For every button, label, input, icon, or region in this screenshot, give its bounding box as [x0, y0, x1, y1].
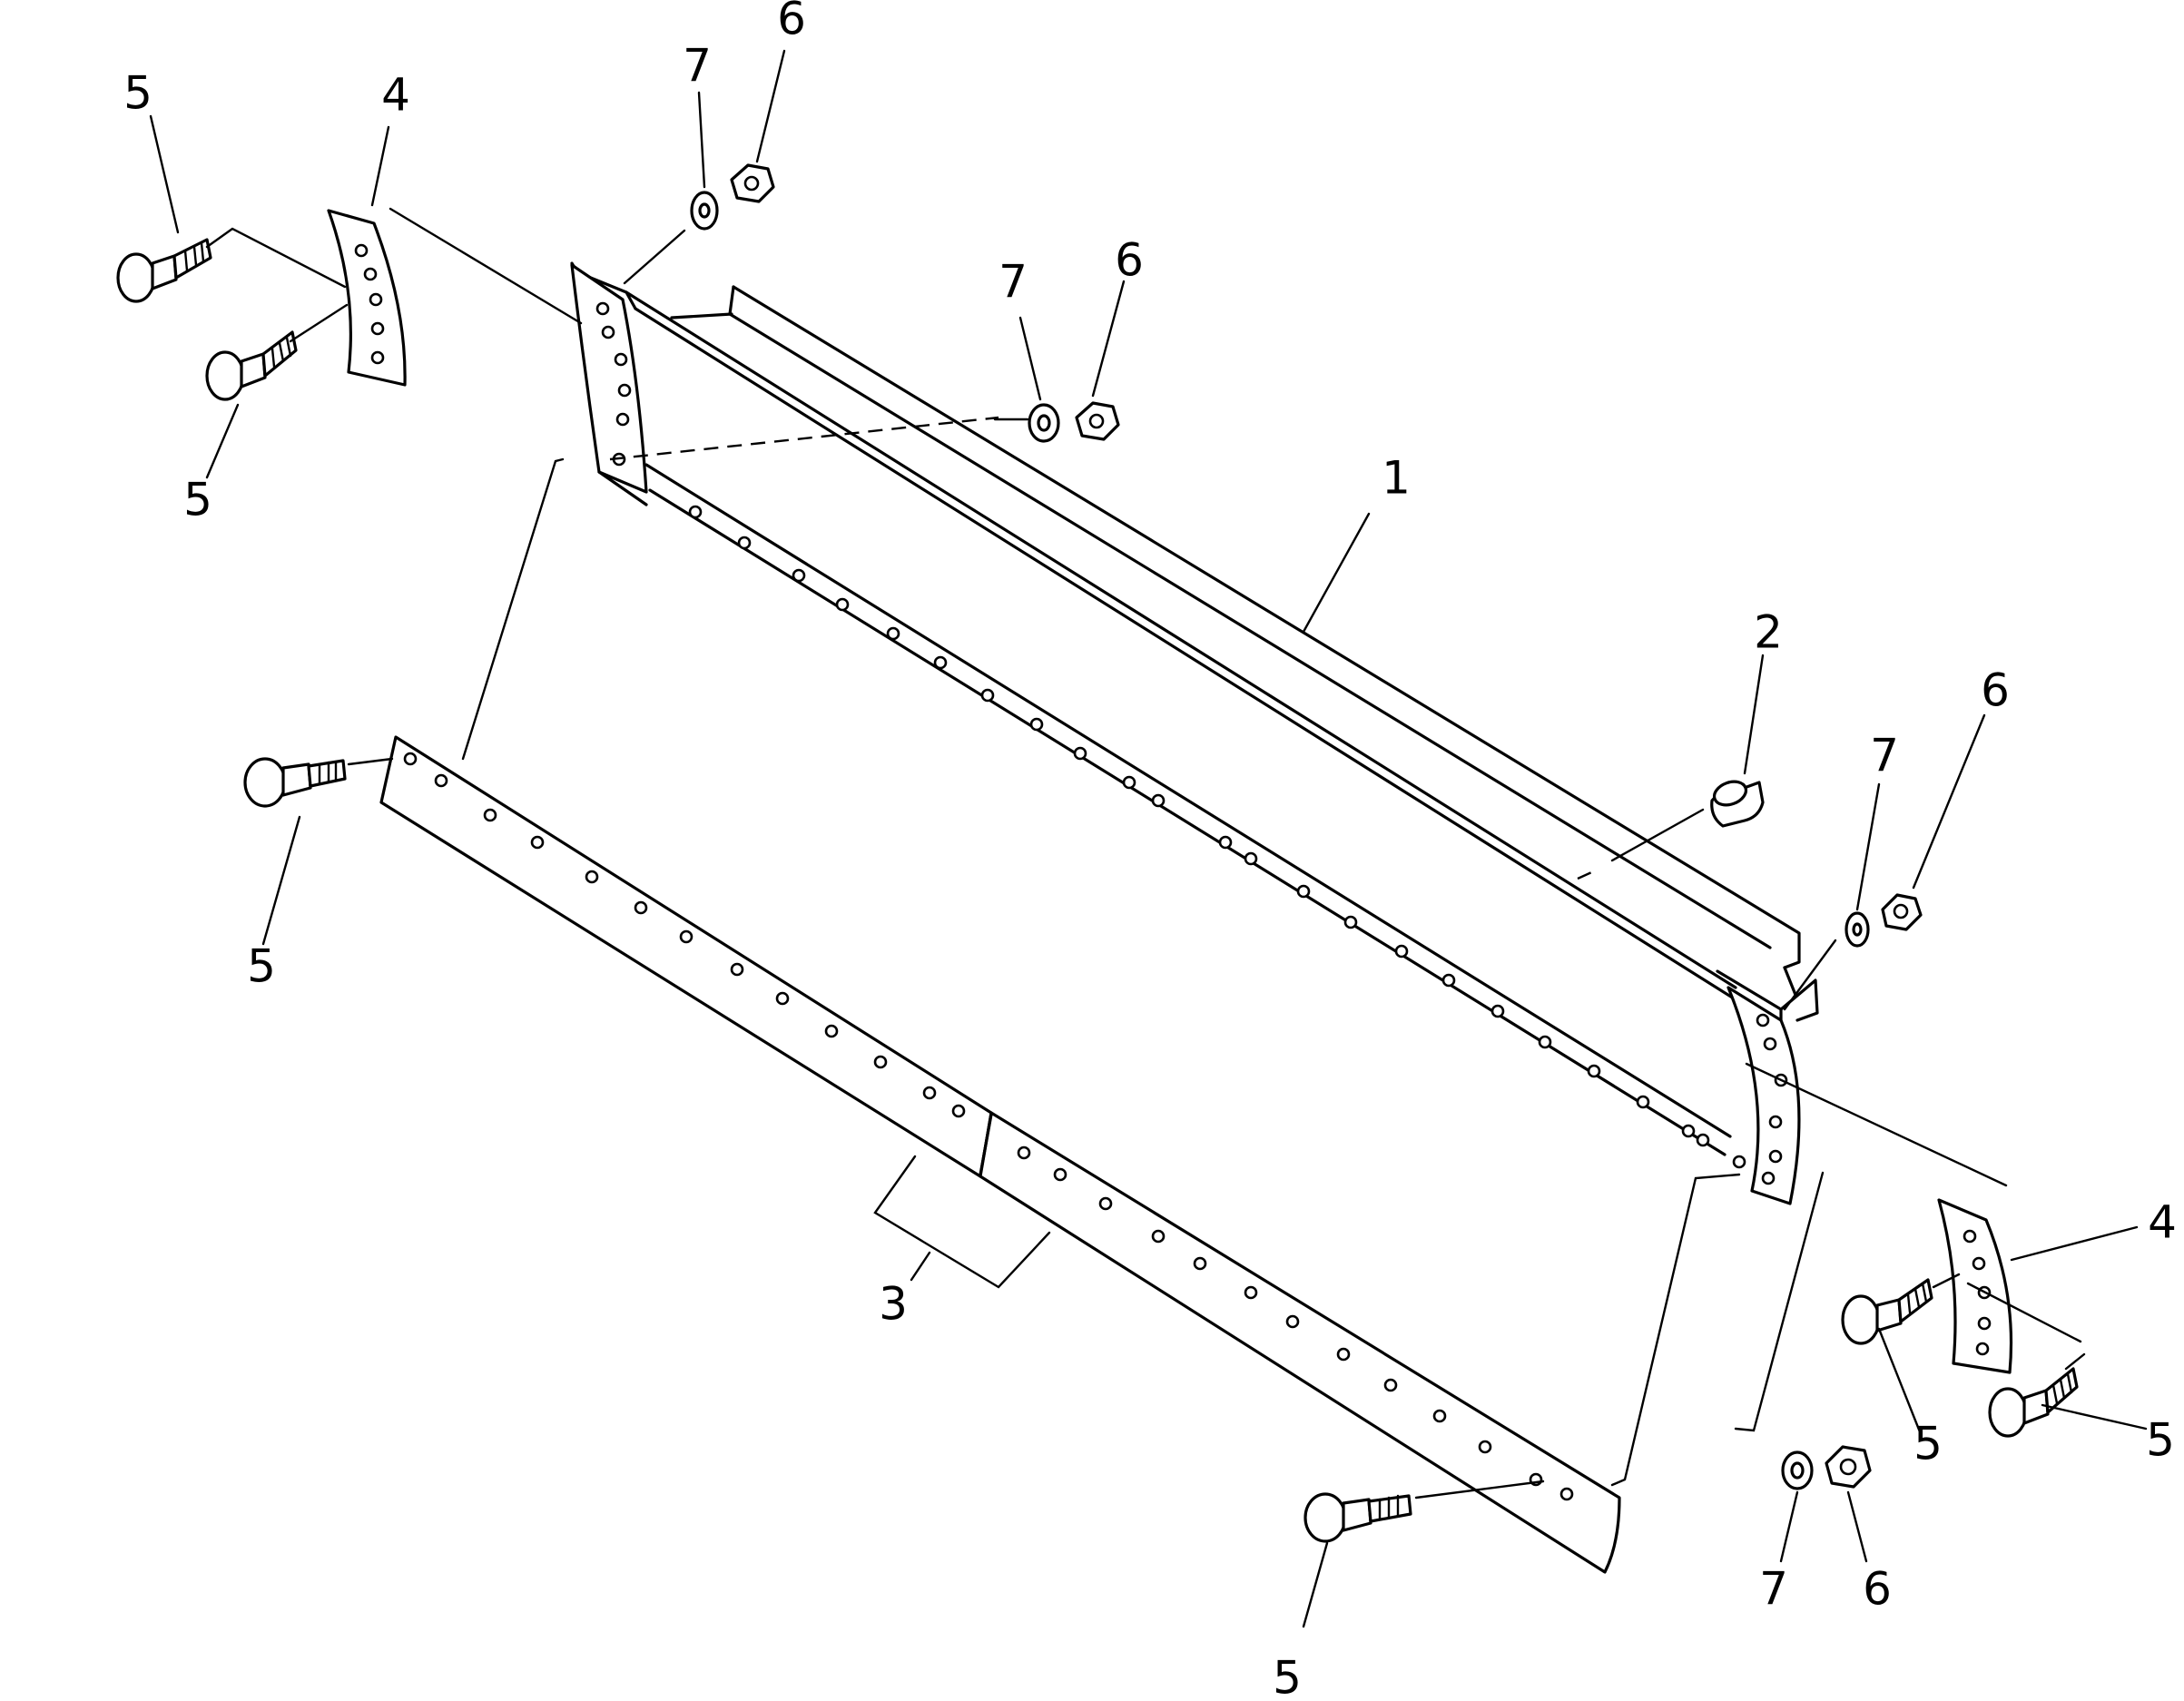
- washers: [690, 191, 1870, 1490]
- callout-7-mid: 7: [999, 256, 1028, 309]
- callout-6-bottom: 6: [1863, 1563, 1892, 1616]
- callout-4-right: 4: [2148, 1196, 2177, 1249]
- callouts: 1 2 3 4 4 5 5 5 5 5 5 6 6 6 6 7 7 7 7: [123, 0, 2177, 1701]
- bolt-left-lower: [205, 330, 298, 401]
- callout-6-right: 6: [1981, 664, 2010, 717]
- blade-bolt-holes: [688, 505, 1710, 1147]
- right-end-plate-holes: [1732, 1013, 1788, 1185]
- nut-right: [1881, 893, 1923, 931]
- nut-middle: [1075, 401, 1120, 441]
- bolt-left-upper: [116, 238, 212, 303]
- callout-5-mid-left: 5: [183, 474, 212, 526]
- cutting-edge-bracket: [873, 1155, 1051, 1289]
- leader-lines: [149, 49, 2148, 1628]
- cutting-edge-right-section: [979, 1111, 1621, 1574]
- callout-6-top: 6: [777, 0, 806, 45]
- callout-5-right-b: 5: [2146, 1414, 2175, 1467]
- nuts: [730, 163, 1923, 1489]
- callout-4-left: 4: [381, 69, 410, 122]
- callout-5-right-a: 5: [1913, 1418, 1943, 1470]
- callout-5-top-left: 5: [123, 67, 152, 120]
- washer-right: [1845, 911, 1870, 948]
- bolt-right-upper: [1841, 1278, 1933, 1345]
- callout-5-bottom: 5: [1273, 1652, 1302, 1701]
- callout-7-bottom: 7: [1759, 1563, 1788, 1616]
- washer-middle: [1028, 403, 1060, 443]
- bolt-cutting-edge-left: [243, 757, 347, 808]
- callout-3: 3: [879, 1278, 908, 1331]
- nut-bottom-right: [1825, 1445, 1872, 1489]
- end-bit-right: [1937, 1198, 2013, 1374]
- callout-5-cutting-left: 5: [247, 940, 276, 993]
- blade-moldboard: [570, 261, 1819, 1205]
- callout-7-right: 7: [1870, 730, 1899, 782]
- bolt-cutting-edge-right: [1304, 1492, 1412, 1543]
- callout-6-mid: 6: [1115, 234, 1144, 287]
- callout-1: 1: [1382, 452, 1411, 505]
- callout-2: 2: [1754, 606, 1783, 659]
- callout-7-top: 7: [683, 40, 712, 93]
- plug: [1710, 780, 1765, 828]
- bolt-right-lower: [1988, 1367, 2079, 1438]
- nut-top-left: [730, 163, 775, 203]
- washer-top-left: [690, 191, 719, 231]
- washer-bottom-right: [1781, 1450, 1814, 1490]
- end-bit-left: [327, 209, 407, 387]
- cutting-edge-left-section: [379, 735, 993, 1178]
- assembly-lines: [205, 207, 2086, 1499]
